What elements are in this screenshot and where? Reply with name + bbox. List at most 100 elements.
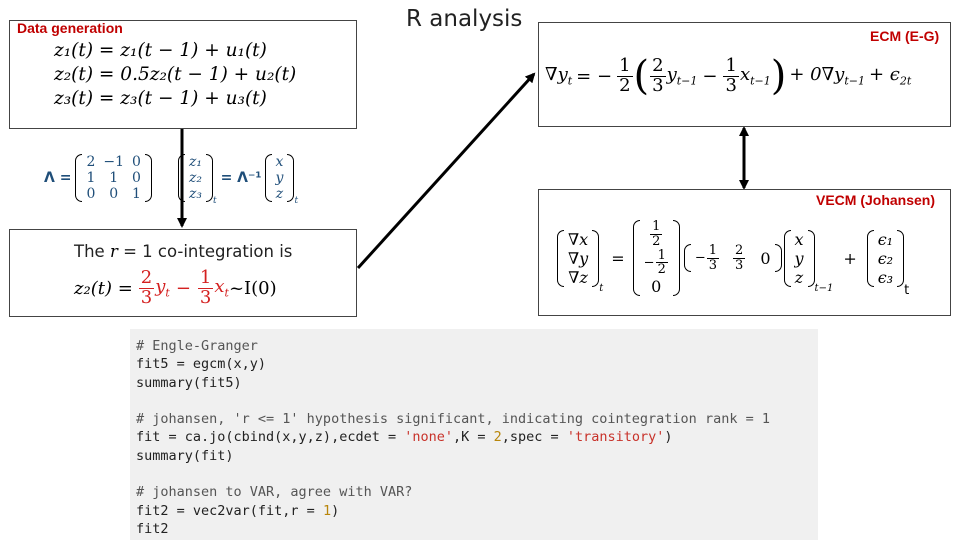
arrow-coint-to-ecm xyxy=(356,72,536,270)
vecm-eq-sign: = xyxy=(611,248,625,268)
y-term: y xyxy=(155,276,166,298)
vecm-lhs-cell: ∇z xyxy=(568,267,588,287)
vecm-vars-sub: t−1 xyxy=(814,283,834,294)
code-number: 1 xyxy=(322,502,332,519)
code-text: ,K = xyxy=(453,429,494,446)
code-line xyxy=(136,466,812,484)
cointegration-statement: The r = 1 co-integration is xyxy=(74,242,292,261)
coint-text-a: The xyxy=(74,242,105,261)
equation-z3: z₃(t) = z₃(t − 1) + u₃(t) xyxy=(54,88,267,109)
coint-x: xt xyxy=(214,276,229,300)
coint-rhs: ~I(0) xyxy=(228,277,277,299)
ecm-y: yt−1 xyxy=(667,64,698,88)
lambda-cell: 2 xyxy=(86,154,96,170)
xyz-cell: z xyxy=(275,186,284,202)
lambda-cell: 1 xyxy=(109,170,119,186)
frac-num: 1 xyxy=(723,54,739,77)
beta-sign: − xyxy=(694,250,706,266)
ecm-right-paren: ) xyxy=(770,53,787,99)
frac-den: 2 xyxy=(619,74,631,96)
code-line: # johansen to VAR, agree with VAR? xyxy=(136,484,812,502)
code-line: fit5 = egcm(x,y) xyxy=(136,356,812,374)
frac-den: 2 xyxy=(652,233,661,249)
code-text: summary(fit) xyxy=(136,447,234,464)
ecm-x: xt−1 xyxy=(740,64,771,88)
vecm-eps-cell: ϵ₂ xyxy=(877,248,894,268)
code-text: fit2 xyxy=(136,520,169,537)
code-text: ) xyxy=(664,429,673,446)
frac-num: 1 xyxy=(197,266,214,289)
alpha-3: 0 xyxy=(651,276,662,296)
ecm-eq-sign: = − xyxy=(576,65,613,87)
data-generation-label: Data generation xyxy=(17,20,123,36)
x-sub: t xyxy=(224,286,229,300)
vecm-lhs-cell: ∇y xyxy=(568,248,589,268)
coint-y: yt xyxy=(155,276,170,300)
x-term: x xyxy=(739,64,751,86)
vecm-eps-vector: ϵ₁ ϵ₂ ϵ₃ xyxy=(866,229,905,287)
ecm-tail-term: + 0∇y xyxy=(789,64,845,86)
lambda-cell: 0 xyxy=(109,186,119,202)
frac-num: 1 xyxy=(655,247,668,264)
z-cell: z₂ xyxy=(188,170,202,186)
vecm-plus: + xyxy=(843,248,857,268)
z-cell: z₃ xyxy=(188,186,202,202)
frac-den: 3 xyxy=(652,74,664,96)
code-text: fit = ca.jo(cbind(x,y,z),ecdet = xyxy=(136,429,405,446)
equation-z2: z₂(t) = 0.5z₂(t − 1) + u₂(t) xyxy=(54,64,297,85)
vecm-var-cell: z xyxy=(794,267,804,287)
code-number: 2 xyxy=(493,429,502,446)
vecm-lhs-sub: t xyxy=(599,283,604,294)
code-line: # Engle-Granger xyxy=(136,338,812,356)
y-sub: t xyxy=(165,286,170,300)
coint-r: r xyxy=(109,242,118,261)
code-line: fit = ca.jo(cbind(x,y,z),ecdet = 'none',… xyxy=(136,429,812,447)
lambda-cell: 0 xyxy=(132,170,141,186)
coint-lhs: z₂(t) = xyxy=(74,277,133,299)
data-generation-box: z₁(t) = z₁(t − 1) + u₁(t) z₂(t) = 0.5z₂(… xyxy=(9,20,357,129)
ecm-left-paren: ( xyxy=(633,53,650,99)
alpha-sign: − xyxy=(643,255,655,271)
code-comment: # Engle-Granger xyxy=(136,338,258,354)
z-vector: z₁ z₂ z₃ xyxy=(177,154,213,202)
code-line xyxy=(136,393,812,411)
xyz-cell: x xyxy=(275,154,284,170)
code-comment: # johansen to VAR, agree with VAR? xyxy=(136,484,413,501)
frac-den: 3 xyxy=(725,74,737,96)
vecm-lhs-cell: ∇x xyxy=(568,229,589,249)
z-cell: z₁ xyxy=(188,154,202,170)
frac-num: 1 xyxy=(617,54,633,77)
xyz-cell: y xyxy=(275,170,284,186)
lambda-cell: 0 xyxy=(86,186,96,202)
z-subscript: t xyxy=(212,196,217,206)
ecm-tail: + 0∇yt−1 xyxy=(789,64,865,88)
coint-text-b: = 1 co-integration is xyxy=(123,242,293,261)
code-text: ) xyxy=(331,502,340,519)
ecm-eps-term: + ϵ xyxy=(868,64,900,86)
lambda-symbol: Λ = xyxy=(44,170,72,186)
ecm-eps: + ϵ2t xyxy=(869,64,911,88)
x-term: x xyxy=(214,276,225,298)
xyz-subscript: t xyxy=(294,196,299,206)
code-text: ,spec = xyxy=(501,429,567,446)
xyz-vector: x y z xyxy=(264,154,295,202)
lambda-cell: −1 xyxy=(103,154,125,170)
ecm-tail-sub: t−1 xyxy=(844,74,865,88)
y-sub: t−1 xyxy=(676,74,698,88)
coint-minus: − xyxy=(175,277,191,299)
frac-den: 3 xyxy=(735,257,744,273)
lambda-cell: 0 xyxy=(132,154,141,170)
code-text: summary(fit5) xyxy=(136,374,242,391)
